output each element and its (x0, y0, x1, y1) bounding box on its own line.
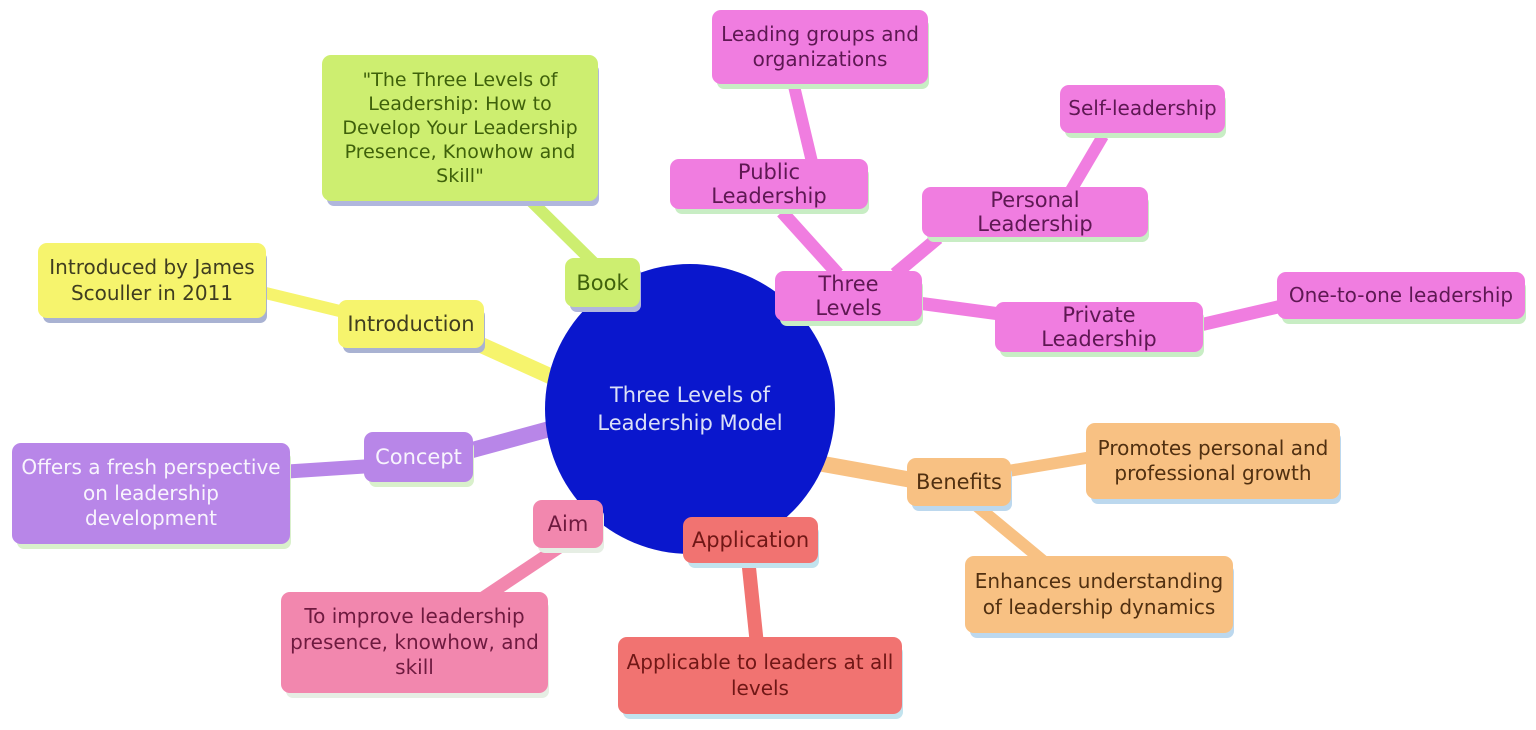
node-application-label: Application (691, 528, 810, 552)
detail-private-leadership-text: One-to-one leadership (1288, 282, 1514, 307)
detail-introduction: Introduced by James Scouller in 2011 (38, 243, 266, 318)
connector-threelevels-public (777, 207, 843, 279)
connector-personal-self (1064, 132, 1109, 196)
detail-benefits-promotes: Promotes personal and professional growt… (1086, 423, 1340, 499)
node-private-leadership-label: Private Leadership (1041, 303, 1157, 351)
node-introduction: Introduction (338, 300, 484, 348)
connector-public-leading (788, 84, 818, 164)
connector-benefits-enhances (968, 497, 1052, 570)
detail-concept: Offers a fresh perspective on leadership… (12, 443, 290, 544)
detail-personal-leadership: Self-leadership (1060, 85, 1225, 133)
detail-book-title: "The Three Levels of Leadership: How to … (322, 55, 598, 201)
node-aim-label: Aim (547, 512, 589, 536)
detail-aim: To improve leadership presence, knowhow,… (281, 592, 548, 693)
node-benefits-label: Benefits (916, 470, 1002, 494)
detail-benefits-promotes-text: Promotes personal and professional growt… (1097, 435, 1329, 485)
connector-concept-detail (279, 459, 373, 479)
node-three-levels-label: Three Levels (815, 272, 882, 320)
detail-introduction-text: Introduced by James Scouller in 2011 (49, 255, 255, 305)
detail-public-leadership: Leading groups and organizations (712, 10, 928, 84)
detail-benefits-enhances: Enhances understanding of leadership dyn… (965, 556, 1233, 633)
node-public-leadership-label: Public Leadership (711, 160, 827, 208)
detail-personal-leadership-text: Self-leadership (1068, 96, 1217, 121)
node-three-levels: Three Levels (775, 271, 922, 321)
node-private-leadership: Private Leadership (995, 302, 1203, 352)
node-aim: Aim (533, 500, 603, 548)
connector-threelevels-private (917, 296, 1001, 321)
detail-application-text: Applicable to leaders at all levels (626, 650, 894, 700)
detail-private-leadership: One-to-one leadership (1277, 272, 1525, 319)
node-benefits: Benefits (907, 458, 1011, 506)
node-introduction-label: Introduction (347, 312, 475, 336)
node-book: Book (565, 258, 640, 307)
node-personal-leadership-label: Personal Leadership (977, 188, 1093, 236)
center-node-label: Three Levels of Leadership Model (597, 382, 783, 435)
node-concept: Concept (364, 432, 473, 482)
detail-concept-text: Offers a fresh perspective on leadership… (21, 455, 281, 531)
connector-threelevels-personal (890, 233, 943, 279)
detail-book-title-text: "The Three Levels of Leadership: How to … (342, 68, 578, 188)
node-book-label: Book (576, 270, 629, 295)
detail-public-leadership-text: Leading groups and organizations (721, 21, 919, 71)
detail-aim-text: To improve leadership presence, knowhow,… (290, 604, 539, 680)
connector-application-detail (741, 557, 764, 646)
connector-benefits-center (810, 454, 914, 488)
connector-aim-detail (476, 534, 574, 606)
node-personal-leadership: Personal Leadership (922, 187, 1148, 237)
connector-private-one (1198, 299, 1284, 332)
node-public-leadership: Public Leadership (670, 159, 868, 209)
detail-application: Applicable to leaders at all levels (618, 637, 902, 714)
node-application: Application (683, 517, 818, 563)
detail-benefits-enhances-text: Enhances understanding of leadership dyn… (974, 569, 1224, 619)
node-concept-label: Concept (375, 445, 462, 469)
connector-benefits-promotes (1001, 451, 1093, 478)
